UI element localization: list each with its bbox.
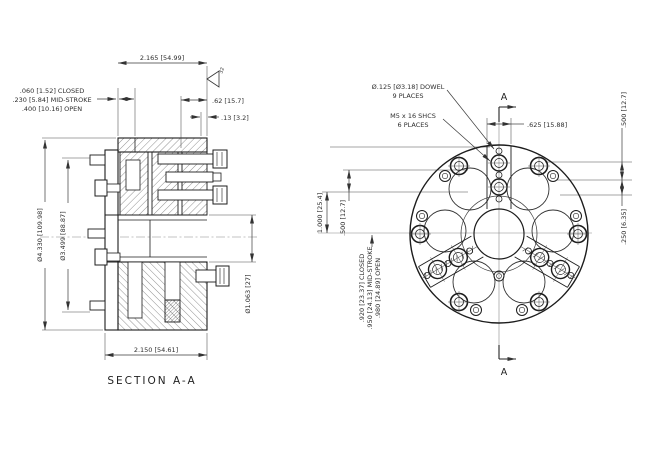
dim-dia-bore: Ø1.063 [27]	[244, 274, 252, 313]
left-bolts	[87, 154, 121, 311]
callout-dowel-places: 9 PLACES	[393, 92, 424, 100]
dim-slot-width: .625 [15.88]	[527, 121, 567, 129]
face-view: A A Ø.125 [Ø3.18] DOWEL 9 PLACES M5 x 16…	[316, 83, 632, 378]
dowel-hole	[495, 195, 503, 203]
section-caption: SECTION A-A	[107, 375, 196, 387]
surface-finish-value: 32	[218, 67, 226, 75]
section-body	[87, 137, 230, 331]
cut-line-markers: A A	[498, 92, 516, 378]
dim-flange-62: .62 [15.7]	[212, 97, 244, 105]
cut-marker-top: A	[501, 92, 508, 103]
callout-shcs-places: 6 PLACES	[398, 121, 429, 129]
callout-dowel: Ø.125 [Ø3.18] DOWEL	[372, 83, 445, 91]
shcs-screws-section	[157, 149, 228, 205]
dim-dia-pilot: Ø3.499 [88.87]	[59, 211, 67, 260]
dowel-hole	[493, 270, 505, 282]
note-stroke-closed: .060 [1.52] CLOSED	[20, 87, 84, 95]
center-bore-circle	[473, 208, 525, 260]
dim-right-lower: .250 [6.35]	[620, 209, 628, 245]
face-callouts: Ø.125 [Ø3.18] DOWEL 9 PLACES M5 x 16 SHC…	[372, 83, 495, 162]
dim-base-width: 2.150 [54.61]	[134, 346, 178, 354]
jaw-slot-lower-right	[514, 235, 580, 288]
note-stroke-open: .400 [10.16] OPEN	[22, 105, 82, 113]
dim-overall-width: 2.165 [54.99]	[140, 54, 184, 62]
dim-dia-outer: Ø4.330 [109.98]	[36, 208, 44, 262]
spring	[164, 299, 181, 323]
rim-screws	[409, 155, 589, 313]
dim-flange-13: .13 [3.2]	[221, 114, 249, 122]
face-dimensions: .625 [15.88] .500 [12.7] .250 [6.35] 1.0…	[316, 92, 628, 330]
section-dimensions: 2.165 [54.99] .060 [1.52] CLOSED .230 [5…	[12, 54, 256, 360]
cut-marker-bottom: A	[501, 367, 508, 378]
section-view: 2.165 [54.99] .060 [1.52] CLOSED .230 [5…	[12, 54, 258, 387]
rim-dowels	[416, 170, 582, 316]
round-pockets	[423, 167, 575, 304]
dim-left-outer: 1.000 [25.4]	[316, 193, 324, 233]
dim-right-upper: .500 [12.7]	[620, 92, 628, 128]
dim-face-stroke-closed: .920 [23.37] CLOSED	[358, 254, 366, 323]
callout-shcs: M5 x 16 SHCS	[390, 112, 436, 120]
dim-face-stroke-open: .980 [24.89] OPEN	[374, 258, 382, 318]
dim-face-stroke-mid: .950 [24.13] MID-STROKE	[366, 246, 374, 329]
note-stroke-mid: .230 [5.84] MID-STROKE	[12, 96, 91, 104]
dim-left-inner: .500 [12.7]	[339, 200, 347, 236]
jaw-slot-lower-left	[418, 235, 484, 288]
dowel-hole	[495, 171, 503, 179]
surface-finish-symbol: 32	[206, 67, 226, 88]
dowel-hole	[495, 147, 503, 155]
